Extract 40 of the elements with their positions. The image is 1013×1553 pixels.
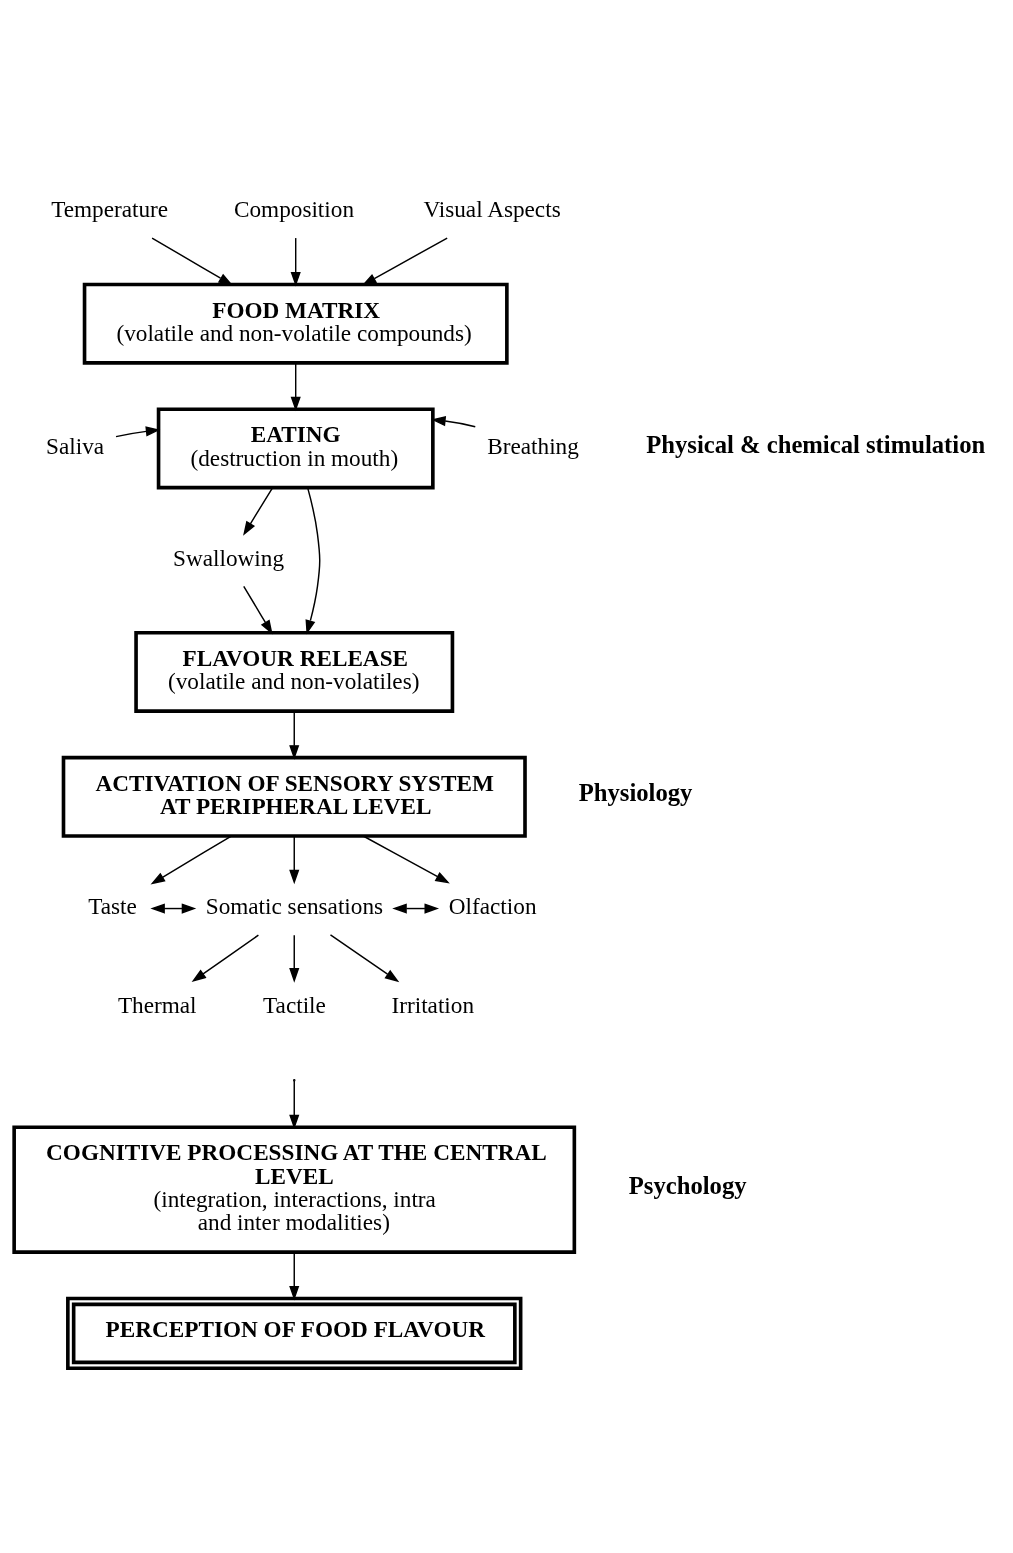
arrow xyxy=(290,361,301,411)
arrow xyxy=(361,236,448,285)
arrow xyxy=(150,902,197,914)
arrow xyxy=(290,236,301,287)
node-box: FLAVOUR RELEASE (volatile and non-volatiles) xyxy=(134,630,455,713)
node-text: Swallowing xyxy=(173,544,285,571)
node-text: Olfaction xyxy=(448,892,537,919)
node-text: Irritation xyxy=(391,991,475,1018)
arrow xyxy=(431,415,476,427)
arrow xyxy=(329,933,400,982)
arrow xyxy=(392,902,439,914)
arrow xyxy=(289,1251,300,1300)
arrow xyxy=(289,710,300,760)
node-text: Tactile xyxy=(263,991,326,1018)
node-box: ACTIVATION OF SENSORY SYSTEM AT PERIPHERAL LEVEL xyxy=(61,755,527,838)
arrow xyxy=(243,585,273,635)
label: Physiology xyxy=(578,778,693,806)
label: Physical & chemical stimulation xyxy=(646,430,986,458)
arrow xyxy=(289,1079,300,1129)
arrow xyxy=(191,933,260,982)
node-text: Visual Aspects xyxy=(423,195,561,222)
node-text: Thermal xyxy=(117,991,197,1018)
arrow xyxy=(289,835,300,884)
node-box: COGNITIVE PROCESSING AT THE CENTRAL LEVEL (integration, interactions, intra and inter modalities) xyxy=(12,1124,577,1254)
node-text: Taste xyxy=(88,892,137,919)
node-text: Saliva xyxy=(46,432,105,459)
node-text: Composition xyxy=(234,195,355,222)
arrow xyxy=(243,486,274,536)
arrow xyxy=(305,486,321,635)
node-box: FOOD MATRIX (volatile and non-volatile compounds) xyxy=(82,282,509,365)
arrow xyxy=(151,236,233,285)
label: Psychology xyxy=(628,1171,747,1199)
node-box: PERCEPTION OF FOOD FLAVOUR xyxy=(66,1296,523,1370)
arrow xyxy=(150,834,233,884)
node-text: Somatic sensations xyxy=(205,892,384,919)
arrow xyxy=(362,834,450,883)
node-text: Breathing xyxy=(487,432,579,459)
node-box: EATING (destruction in mouth) xyxy=(156,407,435,489)
node-text: Temperature xyxy=(51,195,169,222)
arrow xyxy=(289,933,300,983)
